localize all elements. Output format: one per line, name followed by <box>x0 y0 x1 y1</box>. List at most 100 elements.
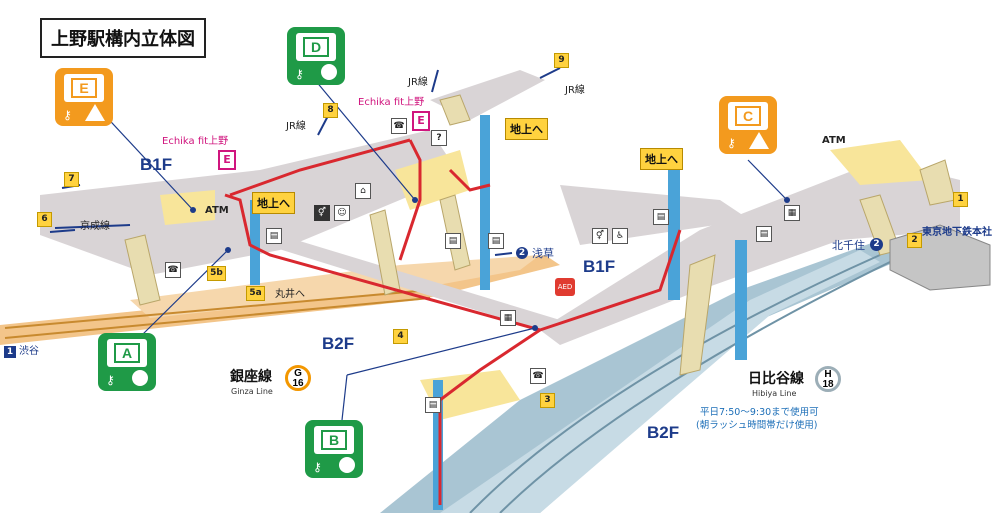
arrow-jr-north <box>431 69 439 93</box>
info-question-icon: ? <box>431 130 447 146</box>
usage-note-line1: 平日7:50～9:30まで使用可 <box>700 407 819 418</box>
arrow-exit-6 <box>49 229 76 233</box>
direction-asakusa: 浅草 <box>532 247 554 260</box>
accessible-route <box>398 139 422 261</box>
key-icon: ⚷ <box>63 108 72 122</box>
ginza-number: 16 <box>292 378 304 389</box>
ticket-machine-icon: ▤ <box>488 233 504 249</box>
phone-icon: ☎ <box>391 118 407 134</box>
pointer-line-c <box>747 159 788 201</box>
pointer-dot <box>225 247 231 253</box>
phone-icon: ☎ <box>530 368 546 384</box>
map-title: 上野駅構内立体図 <box>40 18 206 58</box>
stairs <box>679 254 716 376</box>
key-icon: ⚷ <box>295 67 304 81</box>
jr-line-label: JR線 <box>408 77 428 88</box>
hibiya-rail <box>469 254 881 513</box>
accessible-route <box>438 328 541 505</box>
warning-triangle-icon <box>749 132 769 149</box>
direction-number-badge: 1 <box>4 346 16 358</box>
ginza-line-en: Ginza Line <box>231 387 273 396</box>
ticket-area <box>830 140 930 185</box>
ticket-area <box>160 190 215 225</box>
ticket-area <box>395 150 470 210</box>
baby-icon: ☺ <box>334 205 350 221</box>
hibiya-line-en: Hibiya Line <box>752 389 797 398</box>
atm-label: ATM <box>205 205 229 216</box>
floor-label-b1f: B1F <box>140 155 173 174</box>
arrow-asakusa <box>494 252 513 256</box>
elevator-shaft <box>480 115 490 290</box>
echika-label: Echika fit上野 <box>358 97 425 108</box>
pointer-dot <box>190 207 196 213</box>
ticket-machine-icon: ▤ <box>445 233 461 249</box>
elevator-letter: C <box>735 106 761 126</box>
stairs <box>439 94 471 126</box>
accessible-route <box>224 193 541 332</box>
jr-line-label: JR線 <box>565 85 585 96</box>
ticket-machine-icon: ▤ <box>266 228 282 244</box>
key-icon: ⚷ <box>313 460 322 474</box>
floor-label-b2f: B2F <box>322 334 355 353</box>
ginza-rail <box>4 297 431 339</box>
elevator-sign-d: D ⚷ <box>287 27 345 85</box>
elevator-sign-e: E ⚷ <box>55 68 113 126</box>
to-ground-tag: 地上へ <box>252 192 295 214</box>
elevator-sign-c: C ⚷ <box>719 96 777 154</box>
locker-icon: ▦ <box>784 205 800 221</box>
hibiya-platform <box>440 250 880 513</box>
pointer-dot <box>532 325 538 331</box>
circle-icon <box>132 370 148 386</box>
echika-e-icon: E <box>218 150 236 170</box>
elevator-letter: E <box>71 78 97 98</box>
ticket-area <box>420 370 520 420</box>
ticket-machine-icon: ▤ <box>756 226 772 242</box>
echika-e-icon: E <box>412 111 430 131</box>
accessible-icon: ♿ <box>612 228 628 244</box>
key-icon: ⚷ <box>727 136 736 150</box>
direction-number-badge: 2 <box>870 238 883 251</box>
to-ground-tag: 地上へ <box>505 118 548 140</box>
exit-1: 1 <box>953 192 968 207</box>
pointer-line-d <box>314 79 416 201</box>
accessible-route <box>539 229 682 332</box>
hibiya-number: 18 <box>822 379 834 390</box>
elevator-sign-a: A ⚷ <box>98 333 156 391</box>
exit-7: 7 <box>64 172 79 187</box>
echika-label: Echika fit上野 <box>162 136 229 147</box>
hibiya-rail <box>499 261 891 513</box>
pointer-dot <box>412 197 418 203</box>
exit-2: 2 <box>907 233 922 248</box>
elevator-letter: A <box>114 343 140 363</box>
b1f-concourse-east <box>540 160 960 345</box>
exit-5a: 5a <box>246 286 265 301</box>
elevator-shaft <box>735 240 747 360</box>
exit-6: 6 <box>37 212 52 227</box>
warning-triangle-icon <box>85 104 105 121</box>
exit-8: 8 <box>323 103 338 118</box>
tokyo-metro-hq-label: 東京地下鉄本社 <box>922 227 992 238</box>
aed-icon: AED <box>555 278 575 296</box>
direction-shibuya: 渋谷 <box>19 346 39 357</box>
keisei-line-label: 京成線 <box>80 221 110 232</box>
ticket-machine-icon: ▤ <box>425 397 441 413</box>
ginza-line-name: 銀座線 <box>230 369 272 385</box>
phone-icon: ☎ <box>165 262 181 278</box>
jr-line-label: JR線 <box>286 121 306 132</box>
circle-icon <box>321 64 337 80</box>
locker-icon: ▦ <box>500 310 516 326</box>
elevator-letter: B <box>321 430 347 450</box>
elevator-shaft <box>433 380 443 510</box>
stairs <box>124 234 161 306</box>
hibiya-letter: H <box>824 369 832 380</box>
atm-label: ATM <box>822 135 846 146</box>
rest-area-icon: ⌂ <box>355 183 371 199</box>
ginza-rail <box>4 289 431 329</box>
pointer-line-a <box>141 249 229 336</box>
direction-number-badge: 2 <box>516 247 528 259</box>
restroom-icon: ⚥ <box>314 205 330 221</box>
